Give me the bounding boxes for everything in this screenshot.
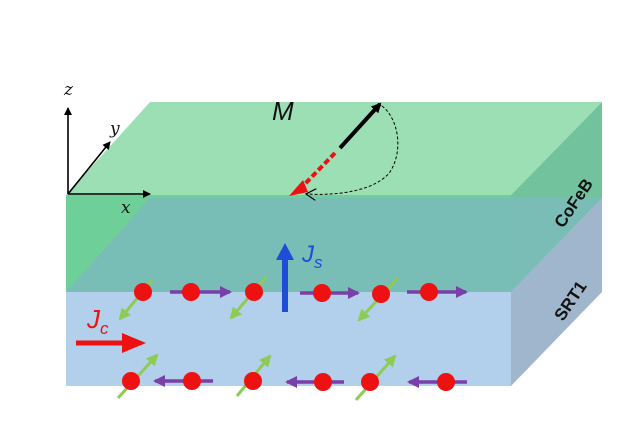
srt1-front-face xyxy=(66,292,511,386)
electrons-top-row xyxy=(118,276,468,322)
electron xyxy=(116,353,159,400)
cofeb-top-face xyxy=(66,102,602,195)
charge-current-group: Jc xyxy=(76,304,146,353)
interface-plane xyxy=(66,198,602,292)
electron xyxy=(407,373,467,391)
electron xyxy=(354,354,397,401)
x-axis-label: x xyxy=(121,198,131,218)
electron xyxy=(118,279,154,321)
z-axis-label: z xyxy=(63,80,74,100)
electron xyxy=(285,373,344,391)
y-axis-label: y xyxy=(109,119,120,139)
magnetization-arrow xyxy=(338,102,382,150)
switching-path xyxy=(306,105,399,194)
electron xyxy=(407,283,468,301)
electron xyxy=(357,276,400,322)
magnetization-group: M xyxy=(272,96,399,196)
srt1-right-face xyxy=(511,198,602,386)
electron xyxy=(229,276,268,320)
spin-current-group: Js xyxy=(276,241,323,312)
electrons-bottom-row xyxy=(116,353,467,401)
electron xyxy=(235,354,272,397)
magnetization-label: M xyxy=(272,96,294,126)
electron xyxy=(170,283,232,301)
charge-current-label: Jc xyxy=(86,304,109,338)
electron xyxy=(300,284,360,302)
spin-current-label: Js xyxy=(301,241,323,272)
electron xyxy=(153,372,213,390)
coordinate-axes: z y x xyxy=(63,80,151,218)
